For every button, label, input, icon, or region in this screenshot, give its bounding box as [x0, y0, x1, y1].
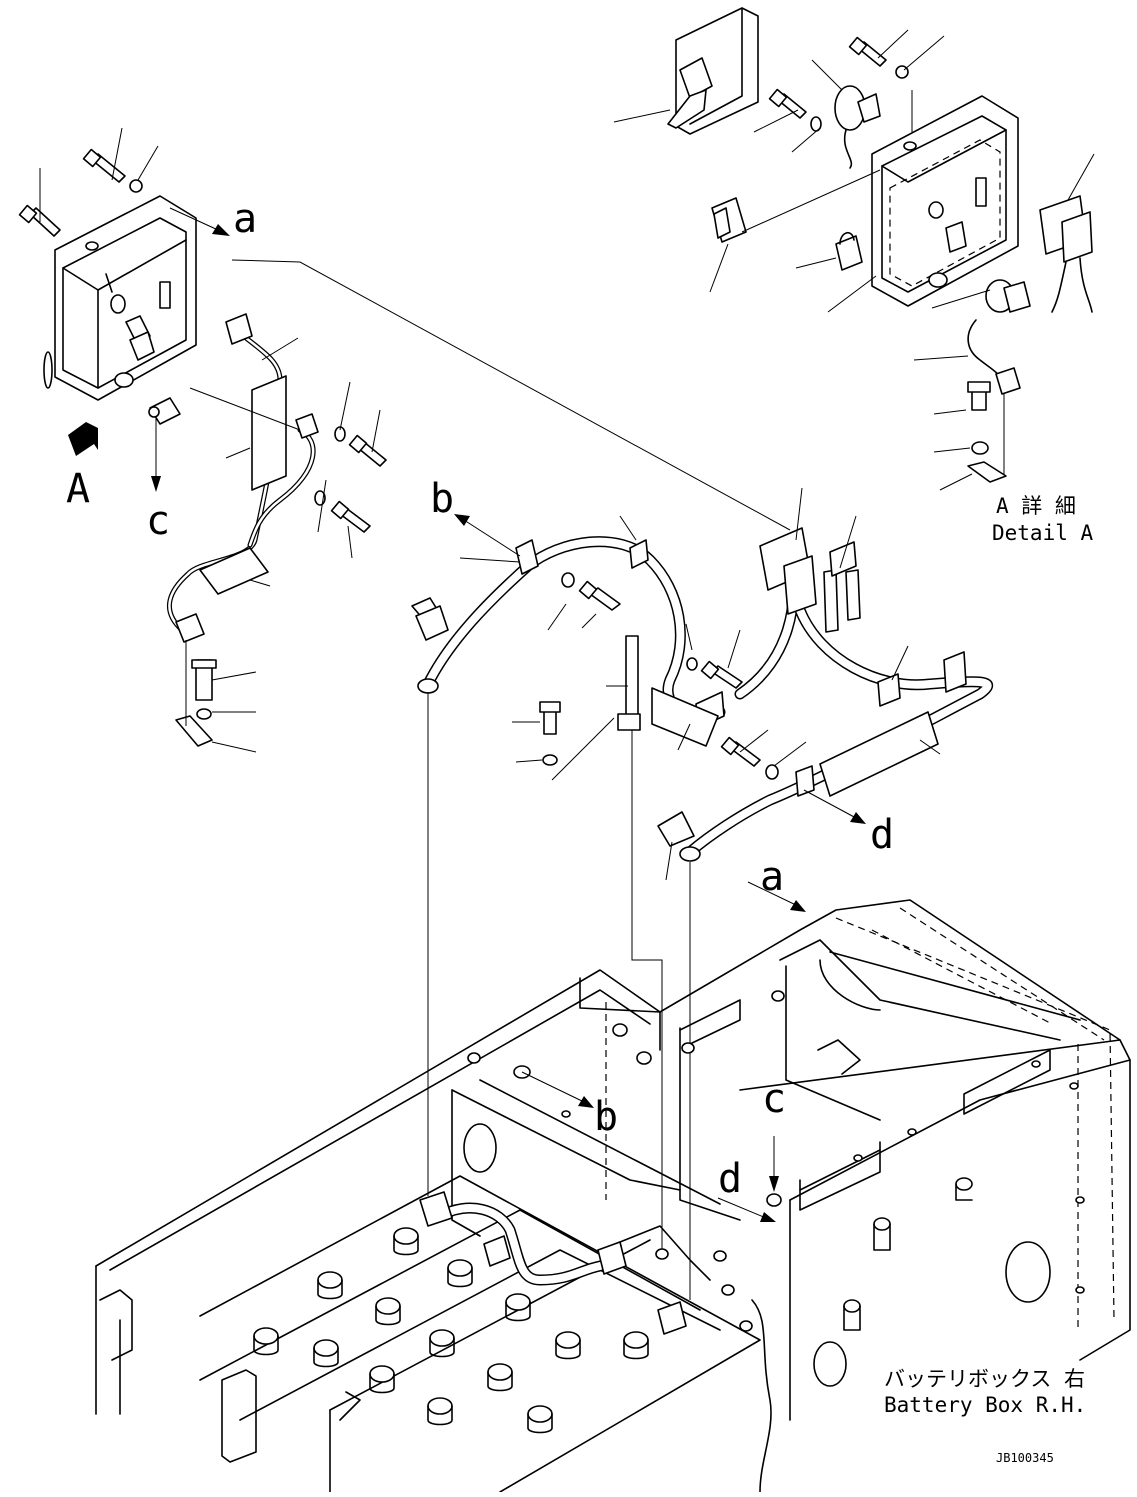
- arrow-b-center: b: [430, 476, 521, 557]
- bolts-left-top: [18, 127, 159, 237]
- arrow-d-right: d: [803, 789, 894, 858]
- bolts-left-mid: [175, 381, 387, 753]
- battery-caption-english: Battery Box R.H.: [884, 1393, 1086, 1417]
- view-b-label-lower: b: [594, 1094, 618, 1140]
- detail-caption-japanese: A 詳 細: [996, 494, 1076, 518]
- detail-caption-english: Detail A: [992, 521, 1094, 545]
- arrow-d-lower: d: [717, 1156, 776, 1222]
- view-a-label-top: a: [233, 196, 257, 242]
- battery-caption-japanese: バッテリボックス 右: [884, 1367, 1085, 1391]
- battery-terminals: [253, 990, 1085, 1434]
- battery-box: [95, 899, 1131, 1493]
- detail-A-assembly: [613, 7, 1095, 491]
- arrow-b-lower: b: [521, 1071, 618, 1140]
- switch-box-left: [43, 195, 197, 401]
- arrow-c-left: c: [146, 397, 181, 544]
- drawing-number: JB100345: [996, 1451, 1054, 1465]
- view-A-label: A: [66, 466, 90, 512]
- arrow-a-top: a: [169, 196, 257, 242]
- arrow-a-lower: a: [747, 854, 806, 912]
- connection-lines: [427, 692, 691, 1300]
- view-arrow-A: A: [66, 420, 98, 512]
- left-wire-harness: [167, 259, 791, 643]
- view-b-label-left: b: [430, 476, 454, 522]
- arrow-c-lower: c: [762, 1076, 786, 1192]
- view-d-label-lower: d: [718, 1156, 742, 1202]
- detail-A-caption: A 詳 細 Detail A: [992, 494, 1094, 545]
- view-a-label-lower: a: [760, 854, 784, 900]
- view-c-label-lower: c: [762, 1076, 786, 1122]
- battery-box-caption: バッテリボックス 右 Battery Box R.H.: [884, 1367, 1086, 1417]
- main-cable-harness: [411, 527, 993, 862]
- view-d-label-right: d: [870, 812, 894, 858]
- bolts-center: [459, 487, 941, 881]
- view-c-label-left: c: [146, 498, 170, 544]
